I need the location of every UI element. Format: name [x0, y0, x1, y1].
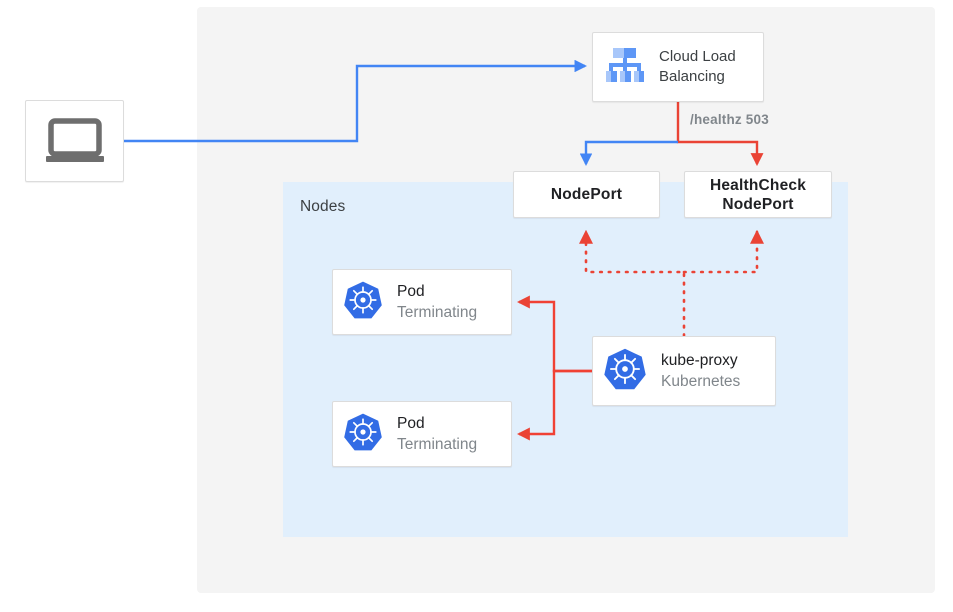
nodeport-box: NodePort: [513, 171, 660, 218]
pod-2-subtitle: Terminating: [397, 435, 478, 453]
cloud-load-balancing-line1: Cloud Load: [659, 48, 736, 65]
cloud-load-balancing-box: Cloud Load Balancing: [592, 32, 764, 102]
healthcheck-nodeport-line1: HealthCheck: [709, 176, 807, 194]
pod-1-text: Pod Terminating: [397, 282, 477, 323]
healthcheck-nodeport-line2: NodePort: [722, 195, 794, 213]
cloud-load-balancing-icon: [604, 46, 646, 89]
kube-proxy-text: kube-proxy Kubernetes: [661, 351, 740, 392]
kube-proxy-title: kube-proxy: [661, 351, 738, 369]
kubernetes-icon: [343, 280, 383, 325]
kube-proxy-subtitle: Kubernetes: [661, 372, 741, 390]
kube-proxy-box: kube-proxy Kubernetes: [592, 336, 776, 406]
nodeport-label: NodePort: [550, 186, 623, 203]
cloud-load-balancing-line2: Balancing: [659, 68, 725, 85]
pod-box-2: Pod Terminating: [332, 401, 512, 467]
kubernetes-icon: [603, 347, 647, 396]
pod-box-1: Pod Terminating: [332, 269, 512, 335]
laptop-icon: [26, 118, 123, 164]
pod-2-title: Pod: [397, 414, 425, 432]
cloud-load-balancing-label: Cloud Load Balancing: [659, 47, 736, 87]
kubernetes-icon: [343, 412, 383, 457]
pod-1-subtitle: Terminating: [397, 303, 478, 321]
healthcheck-nodeport-label: HealthCheck NodePort: [710, 176, 806, 214]
pod-1-title: Pod: [397, 282, 425, 300]
healthcheck-nodeport-box: HealthCheck NodePort: [684, 171, 832, 218]
client-box: [25, 100, 124, 182]
healthz-edge-label: /healthz 503: [690, 112, 769, 127]
nodes-region-label: Nodes: [300, 198, 346, 215]
pod-2-text: Pod Terminating: [397, 414, 477, 455]
